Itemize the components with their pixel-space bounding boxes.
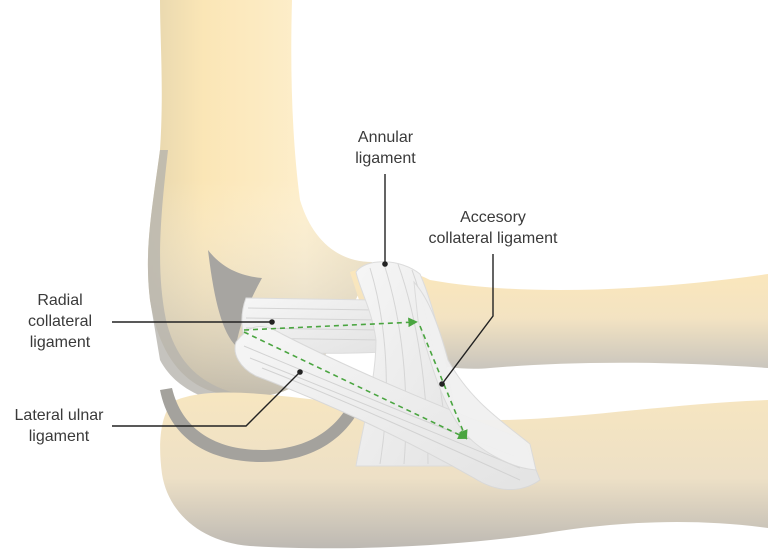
radial-label-line1: Radial (37, 292, 83, 309)
lateral-ulnar-label-line1: Lateral ulnar (14, 407, 104, 424)
lateral-ulnar-ligament-shape (234, 326, 541, 491)
accessory-label-line2: collateral ligament (428, 230, 558, 247)
lateral-ulnar-ligament-label: Lateral ulnar ligament (2, 405, 116, 447)
annular-label-line1: Annular (357, 129, 414, 146)
radial-label-line2: collateral (27, 313, 93, 330)
radial-collateral-ligament-label: Radial collateral ligament (8, 290, 112, 353)
humerus-edge-shadow (147, 150, 260, 403)
leader-dots (269, 261, 445, 387)
lateral-ulnar-label-line2: ligament (28, 428, 90, 445)
olecranon-shadow (160, 388, 362, 462)
radial-label-line3: ligament (29, 334, 91, 351)
olecranon-groove (208, 250, 262, 346)
accessory-collateral-ligament-shape (413, 280, 537, 471)
radius-bone (350, 267, 768, 369)
accessory-label-line1: Accesory (460, 209, 526, 226)
ligament-direction-arrows (243, 317, 468, 440)
humerus-shading (147, 0, 372, 398)
annular-label-line2: ligament (355, 150, 416, 167)
accessory-collateral-ligament-label: Accesory collateral ligament (410, 207, 576, 249)
leader-lines (112, 174, 494, 427)
annular-ligament-label: Annular ligament (338, 127, 433, 169)
